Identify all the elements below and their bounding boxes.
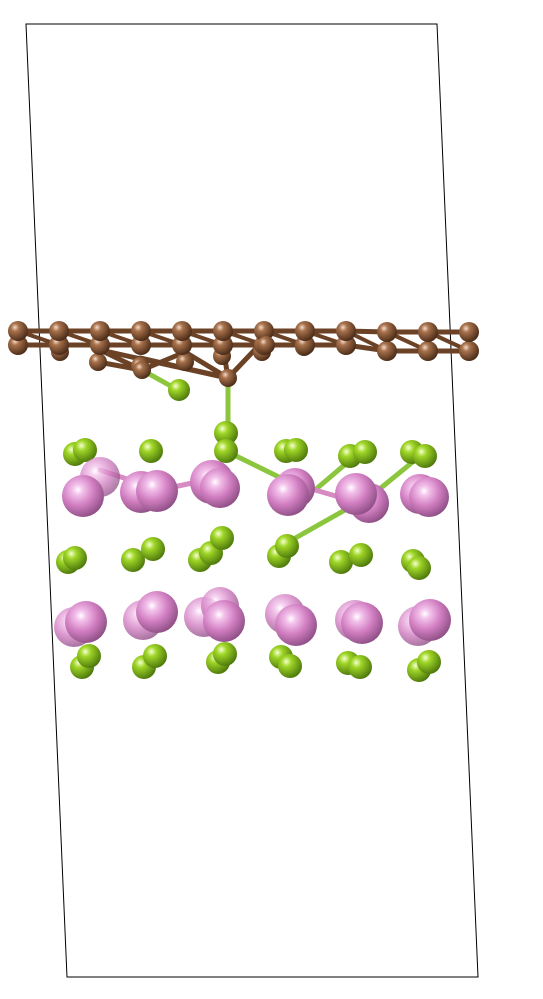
heavy-atom bbox=[62, 475, 104, 517]
carbon-atom bbox=[89, 353, 107, 371]
carbon-atom bbox=[131, 321, 151, 341]
carbon-atom bbox=[459, 341, 479, 361]
carbon-atom bbox=[418, 341, 438, 361]
carbon-atom bbox=[295, 335, 315, 355]
carbon-atom bbox=[49, 335, 69, 355]
fluorine-atom bbox=[407, 556, 431, 580]
unit-cell-outline bbox=[25, 23, 479, 978]
fluorine-atom bbox=[413, 444, 437, 468]
heavy-atom bbox=[275, 604, 317, 646]
carbon-atom bbox=[133, 361, 151, 379]
fluorine-atom bbox=[349, 543, 373, 567]
fluorine-atom bbox=[329, 550, 353, 574]
fluorine-atom bbox=[210, 526, 234, 550]
heavy-atom bbox=[136, 470, 178, 512]
heavy-atom bbox=[203, 600, 245, 642]
atom-layer bbox=[8, 321, 479, 682]
fluorine-atom bbox=[141, 537, 165, 561]
fluorine-atom bbox=[77, 644, 101, 668]
heavy-atom bbox=[341, 602, 383, 644]
carbon-atom bbox=[49, 321, 69, 341]
fluorine-atom bbox=[417, 650, 441, 674]
carbon-atom bbox=[176, 353, 194, 371]
carbon-atom bbox=[213, 321, 233, 341]
fluorine-atom bbox=[168, 379, 190, 401]
carbon-atom bbox=[8, 335, 28, 355]
heavy-atom bbox=[335, 473, 377, 515]
carbon-atom bbox=[213, 335, 233, 355]
carbon-atom bbox=[257, 336, 275, 354]
carbon-atom bbox=[459, 322, 479, 342]
carbon-atom bbox=[377, 322, 397, 342]
fluorine-atom bbox=[275, 534, 299, 558]
fluorine-atom bbox=[143, 644, 167, 668]
fluorine-atom bbox=[139, 439, 163, 463]
fluorine-atom bbox=[213, 642, 237, 666]
fluorine-atom bbox=[214, 439, 238, 463]
carbon-atom bbox=[336, 321, 356, 341]
carbon-atom bbox=[254, 321, 274, 341]
fluorine-atom bbox=[284, 438, 308, 462]
carbon-atom bbox=[219, 369, 237, 387]
carbon-atom bbox=[131, 335, 151, 355]
fluorine-atom bbox=[121, 548, 145, 572]
fluorine-atom bbox=[214, 421, 238, 445]
carbon-atom bbox=[90, 335, 110, 355]
heavy-atom bbox=[267, 474, 309, 516]
heavy-atom bbox=[200, 468, 240, 508]
heavy-atom bbox=[65, 601, 107, 643]
fluorine-atom bbox=[353, 440, 377, 464]
carbon-atom bbox=[172, 335, 192, 355]
carbon-atom bbox=[336, 335, 356, 355]
carbon-atom bbox=[377, 341, 397, 361]
carbon-atom bbox=[418, 322, 438, 342]
carbon-atom bbox=[295, 321, 315, 341]
fluorine-atom bbox=[63, 546, 87, 570]
carbon-atom bbox=[90, 321, 110, 341]
heavy-atom bbox=[409, 599, 451, 641]
fluorine-atom bbox=[348, 655, 372, 679]
carbon-atom bbox=[8, 321, 28, 341]
fluorine-atom bbox=[73, 438, 97, 462]
carbon-atom bbox=[172, 321, 192, 341]
heavy-atom bbox=[409, 477, 449, 517]
fluorine-atom bbox=[278, 654, 302, 678]
heavy-atom bbox=[136, 591, 178, 633]
